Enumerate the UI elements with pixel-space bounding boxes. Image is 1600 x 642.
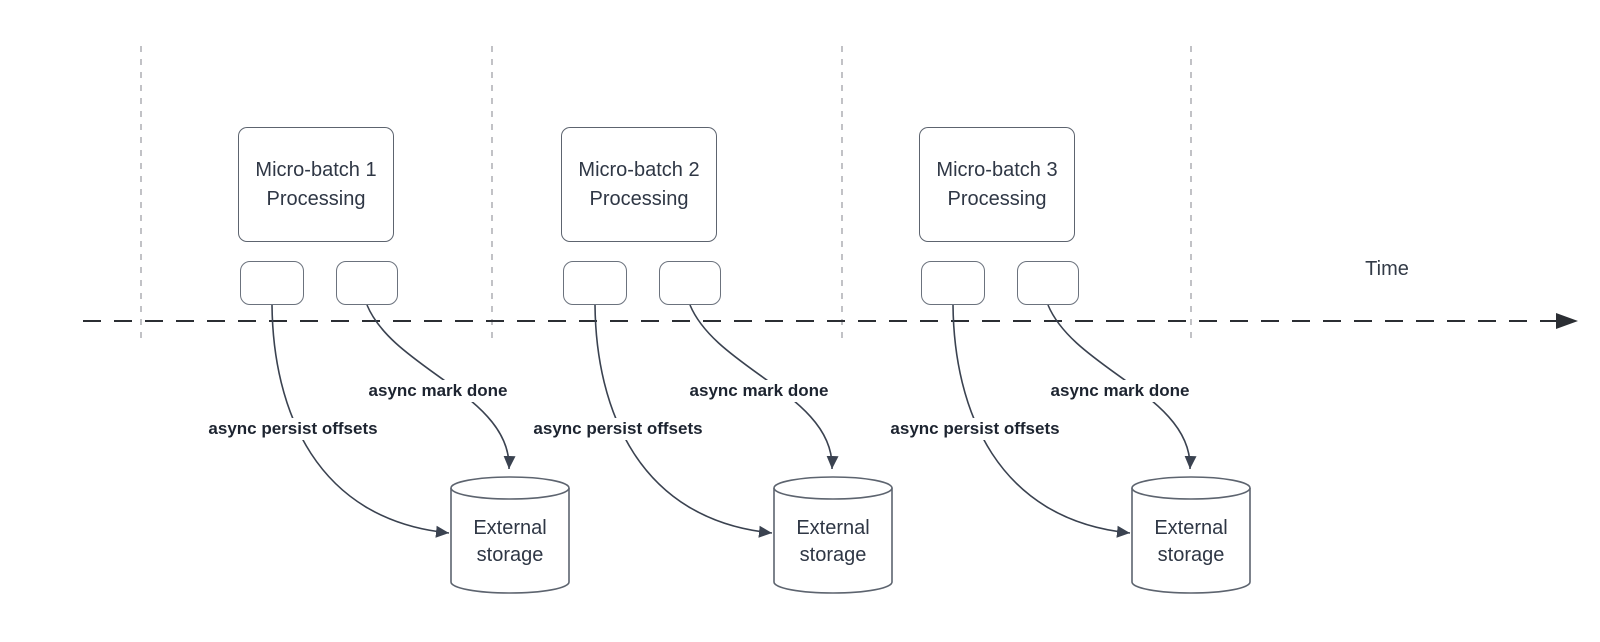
- commit-task-box: [336, 261, 398, 305]
- micro-batch-3-processing-box: Micro-batch 3 Processing: [919, 127, 1075, 242]
- persist-offsets-label: async persist offsets: [205, 418, 381, 440]
- commit-task-box: [1017, 261, 1079, 305]
- offset-task-box: [240, 261, 304, 305]
- persist-offsets-label: async persist offsets: [887, 418, 1063, 440]
- mark-done-label: async mark done: [686, 380, 832, 402]
- mark-done-label: async mark done: [1047, 380, 1193, 402]
- processing-box-label-line1: Micro-batch 3: [936, 158, 1058, 181]
- processing-box-label-line1: Micro-batch 2: [578, 158, 700, 181]
- persist-offsets-arrow: [271, 304, 450, 538]
- micro-batch-2-processing-box: Micro-batch 2 Processing: [561, 127, 717, 242]
- offset-task-box: [563, 261, 627, 305]
- timeline-arrowhead-icon: [1556, 313, 1578, 329]
- processing-box-label-line1: Micro-batch 1: [255, 158, 377, 181]
- mark-done-label: async mark done: [365, 380, 511, 402]
- processing-box-label-line2: Processing: [589, 187, 689, 210]
- external-storage-cylinder: [1131, 476, 1251, 594]
- external-storage-cylinder: [773, 476, 893, 594]
- processing-box-label-line2: Processing: [947, 187, 1047, 210]
- commit-task-box: [659, 261, 721, 305]
- external-storage-cylinder: [450, 476, 570, 594]
- processing-box-label-line2: Processing: [266, 187, 366, 210]
- micro-batch-1-processing-box: Micro-batch 1 Processing: [238, 127, 394, 242]
- persist-offsets-label: async persist offsets: [530, 418, 706, 440]
- persist-offsets-arrow: [594, 304, 773, 538]
- time-axis-label: Time: [1365, 258, 1409, 280]
- persist-offsets-arrow: [952, 304, 1131, 538]
- offset-task-box: [921, 261, 985, 305]
